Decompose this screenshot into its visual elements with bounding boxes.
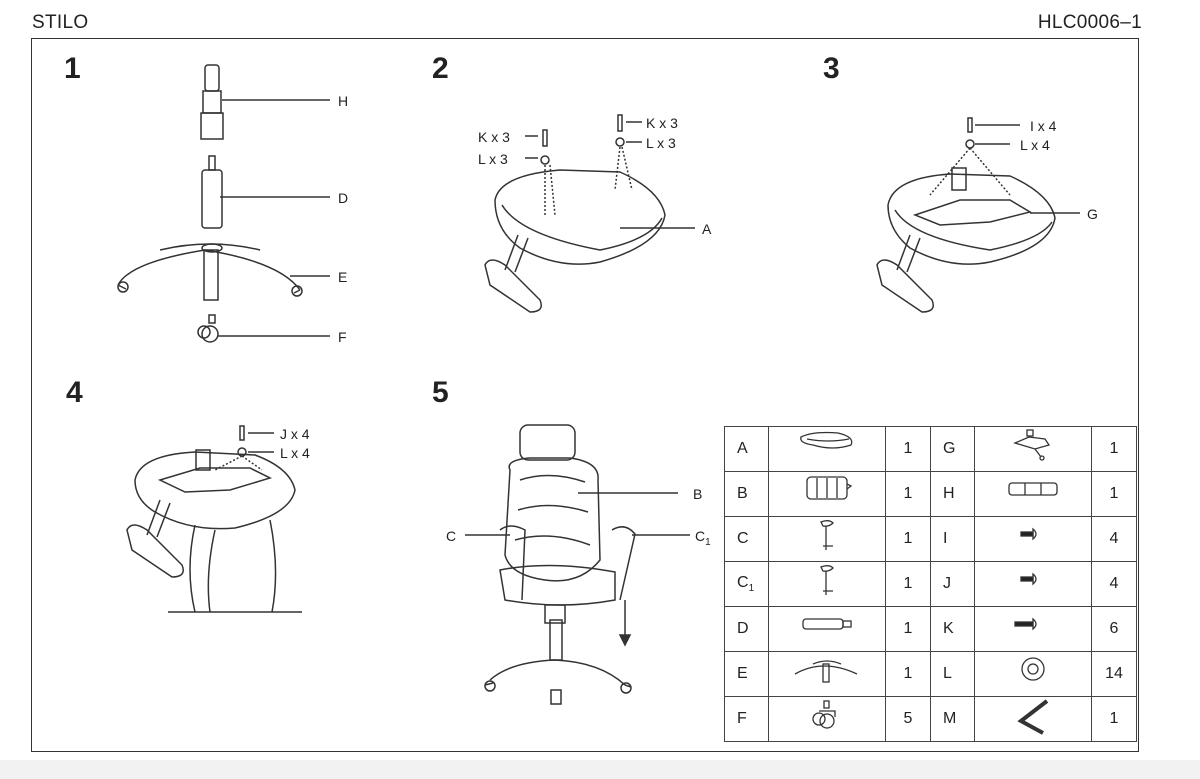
seat-icon — [768, 426, 886, 472]
label-l-x4: L x 4 — [1020, 137, 1050, 153]
part-letter-text: E — [737, 665, 748, 682]
step-3-illustration — [876, 117, 1080, 313]
step-5-number: 5 — [432, 376, 449, 409]
base-icon — [768, 651, 886, 697]
allen-key-icon — [974, 696, 1092, 742]
step-1-number: 1 — [64, 52, 81, 85]
part-letter-text: F — [737, 710, 747, 727]
gas-lift-icon — [768, 606, 886, 652]
bolt-icon — [974, 516, 1092, 562]
armrest-icon — [768, 516, 886, 562]
part-letter: E — [724, 651, 769, 697]
part-quantity: 14 — [1091, 651, 1137, 697]
part-letter: H — [930, 471, 975, 517]
label-k-x3-left: K x 3 — [478, 129, 510, 145]
part-letter: I — [930, 516, 975, 562]
part-label-h: H — [338, 93, 349, 109]
step-5-illustration — [465, 424, 690, 705]
washer-icon — [974, 651, 1092, 697]
part-letter: F — [724, 696, 769, 742]
instruction-frame — [31, 38, 1139, 752]
bottom-bar — [0, 760, 1200, 779]
part-quantity: 1 — [885, 606, 931, 652]
part-letter: D — [724, 606, 769, 652]
part-quantity: 1 — [1091, 696, 1137, 742]
gas-cover-icon — [974, 471, 1092, 517]
part-letter: C1 — [724, 561, 769, 607]
part-label-e: E — [338, 269, 348, 285]
part-quantity: 1 — [885, 516, 931, 562]
part-letter-text: M — [943, 710, 957, 727]
part-quantity: 1 — [885, 561, 931, 607]
part-letter-subscript: 1 — [748, 583, 755, 595]
part-quantity: 1 — [885, 426, 931, 472]
part-letter: A — [724, 426, 769, 472]
part-letter: M — [930, 696, 975, 742]
part-label-d: D — [338, 190, 349, 206]
part-quantity: 4 — [1091, 516, 1137, 562]
step-4-number: 4 — [66, 376, 83, 409]
step-3-number: 3 — [823, 52, 840, 85]
part-letter: C — [724, 516, 769, 562]
mechanism-icon — [974, 426, 1092, 472]
part-letter-text: K — [943, 620, 954, 637]
label-i-x4: I x 4 — [1030, 118, 1057, 134]
part-letter: J — [930, 561, 975, 607]
part-label-b: B — [693, 486, 703, 502]
part-letter: K — [930, 606, 975, 652]
part-label-c: C — [446, 528, 457, 544]
part-label-c1: C1 — [695, 528, 711, 548]
backrest-icon — [768, 471, 886, 517]
part-letter-text: C — [737, 573, 749, 591]
part-quantity: 6 — [1091, 606, 1137, 652]
part-quantity: 1 — [885, 471, 931, 517]
part-letter-text: L — [943, 665, 952, 682]
label-l-x4-step4: L x 4 — [280, 445, 310, 461]
part-label-f: F — [338, 329, 347, 345]
part-letter-text: C — [737, 530, 749, 547]
part-quantity: 4 — [1091, 561, 1137, 607]
part-quantity: 1 — [885, 651, 931, 697]
bolt-long-icon — [974, 606, 1092, 652]
part-letter-text: D — [737, 620, 749, 637]
part-letter-text: J — [943, 575, 951, 592]
part-label-a: A — [702, 221, 712, 237]
brand-name: STILO — [32, 12, 89, 33]
part-quantity: 1 — [1091, 471, 1137, 517]
caster-icon — [768, 696, 886, 742]
part-letter-text: H — [943, 485, 955, 502]
part-letter-text: I — [943, 530, 948, 547]
model-code: HLC0006–1 — [1037, 12, 1142, 33]
step-2-number: 2 — [432, 52, 449, 85]
part-letter: B — [724, 471, 769, 517]
label-j-x4: J x 4 — [280, 426, 310, 442]
step-1-illustration — [117, 64, 330, 343]
label-k-x3-right: K x 3 — [646, 115, 678, 131]
part-letter-text: A — [737, 440, 748, 457]
step-2-illustration — [484, 114, 695, 313]
part-letter-text: G — [943, 440, 956, 457]
step-4-illustration — [126, 425, 302, 613]
part-letter: L — [930, 651, 975, 697]
armrest-icon — [768, 561, 886, 607]
label-l-x3-right: L x 3 — [646, 135, 676, 151]
part-quantity: 5 — [885, 696, 931, 742]
bolt-icon — [974, 561, 1092, 607]
part-quantity: 1 — [1091, 426, 1137, 472]
part-letter-text: B — [737, 485, 748, 502]
part-letter: G — [930, 426, 975, 472]
part-label-g: G — [1087, 206, 1098, 222]
label-l-x3-left: L x 3 — [478, 151, 508, 167]
